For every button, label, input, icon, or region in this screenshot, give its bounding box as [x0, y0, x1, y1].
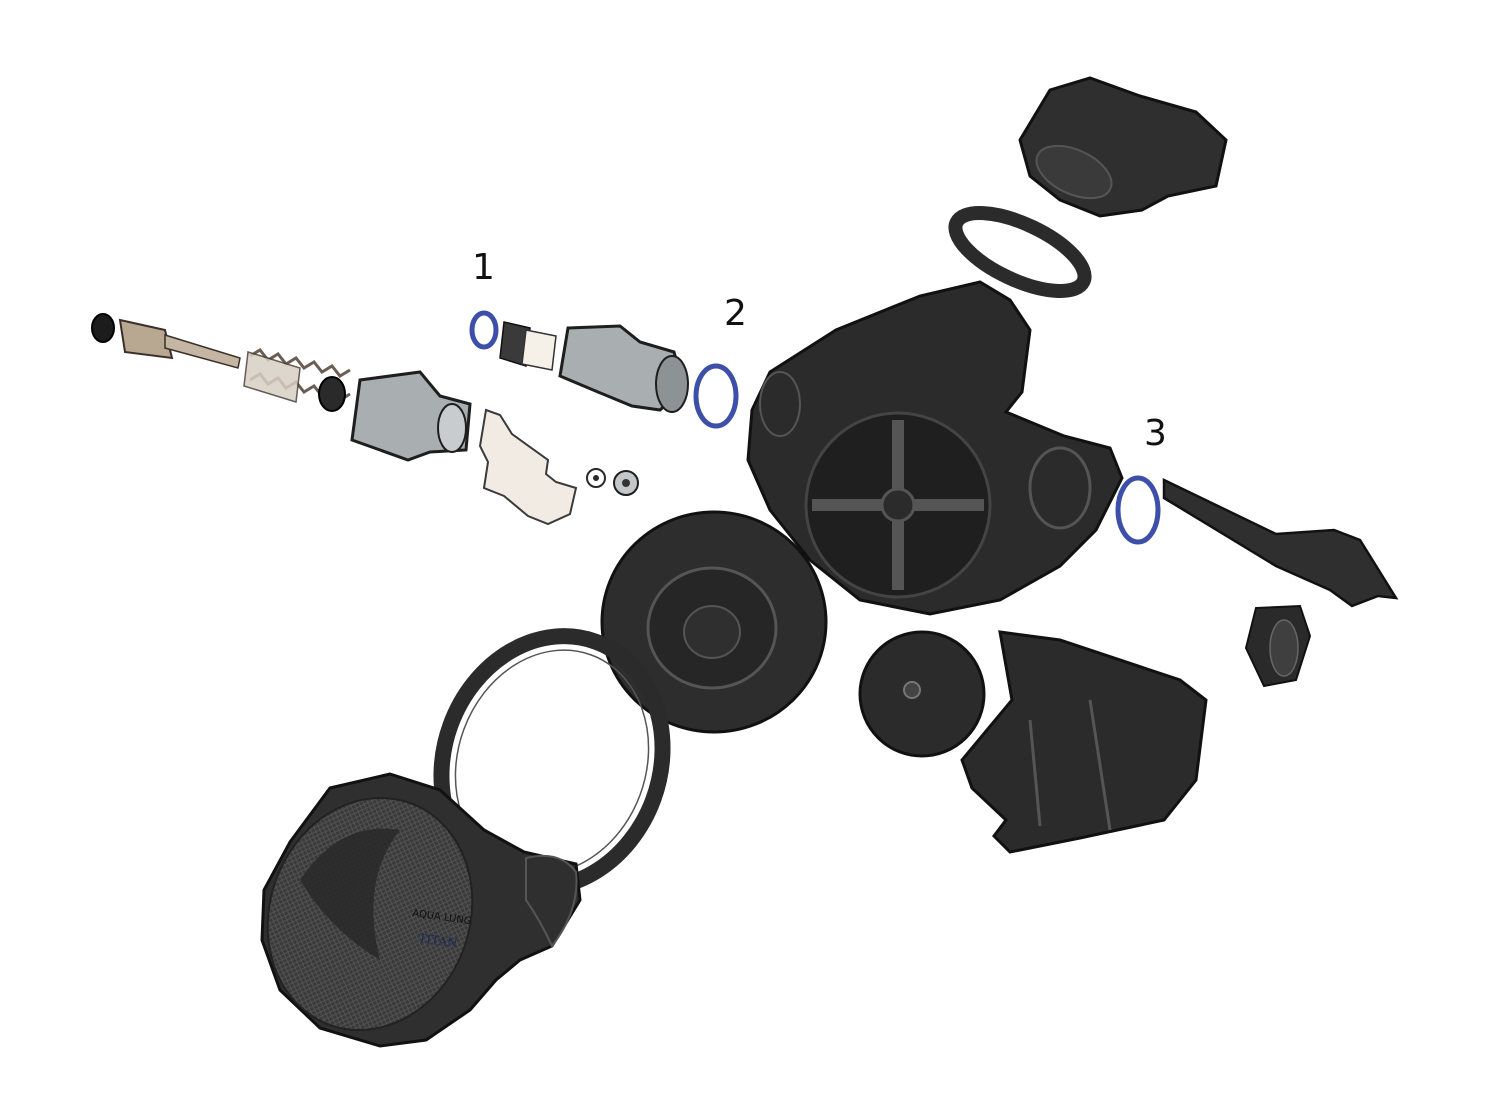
valve-housing: [350, 370, 472, 462]
mouthpiece-gasket: [948, 206, 1092, 298]
spring-nut: [318, 376, 346, 412]
callout-2: 2: [724, 293, 747, 334]
valve-seat-cap: [91, 313, 115, 343]
lever-clip: [478, 408, 578, 526]
adjustment-knob-shaft: [1162, 478, 1399, 608]
small-spring: [499, 321, 557, 371]
front-cover: [260, 772, 582, 1048]
washer: [586, 468, 606, 488]
valve-stem: [118, 318, 241, 369]
exhaust-valve-disc: [858, 630, 986, 758]
o-ring-1: [469, 310, 499, 350]
cover-logo-model: TITAN: [418, 931, 459, 950]
o-ring-2: [693, 363, 739, 429]
second-stage-body: [746, 280, 1124, 616]
orifice-housing: [558, 324, 689, 413]
lock-nut: [613, 470, 639, 496]
callout-3: 3: [1144, 413, 1167, 454]
callout-1: 1: [472, 247, 495, 288]
mouthpiece: [1018, 76, 1228, 218]
exhaust-tee: [960, 630, 1208, 854]
o-ring-3: [1115, 475, 1161, 545]
diaphragm: [600, 510, 828, 734]
valve-spring: [243, 348, 351, 403]
knob-cap: [1244, 604, 1312, 688]
